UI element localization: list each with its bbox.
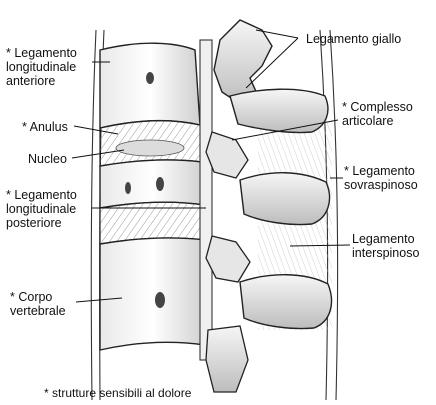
label-line: interspinoso	[352, 246, 419, 260]
label-line: Legamento	[352, 232, 419, 246]
label-posterior-longitudinal-ligament: * Legamento longitudinale posteriore	[6, 188, 77, 230]
label-line: Nucleo	[28, 152, 67, 166]
label-nucleo: Nucleo	[28, 152, 67, 166]
label-line: articolare	[342, 114, 413, 128]
label-anterior-longitudinal-ligament: * Legamento longitudinale anteriore	[6, 46, 77, 88]
vertebral-body-top	[100, 43, 200, 128]
label-line: longitudinale	[6, 60, 77, 74]
spinous-process-bottom	[240, 275, 332, 329]
vertebral-body-bottom	[100, 238, 206, 350]
footnote-pain-sensitive-structures: * strutture sensibili al dolore	[44, 386, 191, 400]
vertebral-body-middle	[100, 160, 205, 208]
label-line: * Anulus	[22, 120, 68, 134]
pedicle-bottom	[206, 326, 248, 392]
spinous-process-top	[230, 89, 328, 132]
articular-process-lower	[206, 236, 250, 282]
label-line: * Legamento	[6, 46, 77, 60]
label-interspinous-ligament: Legamento interspinoso	[352, 232, 419, 260]
nucleus-pulposus	[116, 140, 184, 156]
label-vertebral-body: * Corpo vertebrale	[10, 290, 66, 318]
label-line: Legamento giallo	[306, 32, 401, 46]
label-articular-complex: * Complesso articolare	[342, 100, 413, 128]
spinous-process-middle	[240, 173, 330, 225]
label-anulus: * Anulus	[22, 120, 68, 134]
label-line: anteriore	[6, 74, 77, 88]
label-line: vertebrale	[10, 304, 66, 318]
label-line: posteriore	[6, 216, 77, 230]
label-line: sovraspinoso	[344, 178, 418, 192]
posterior-longitudinal-ligament	[200, 40, 212, 360]
label-line: longitudinale	[6, 202, 77, 216]
label-ligamentum-flavum: Legamento giallo	[306, 32, 401, 46]
label-line: * Corpo	[10, 290, 66, 304]
footnote-text: * strutture sensibili al dolore	[44, 386, 191, 400]
label-line: * Legamento	[6, 188, 77, 202]
label-line: * Complesso	[342, 100, 413, 114]
label-supraspinous-ligament: * Legamento sovraspinoso	[344, 164, 418, 192]
label-line: * Legamento	[344, 164, 418, 178]
